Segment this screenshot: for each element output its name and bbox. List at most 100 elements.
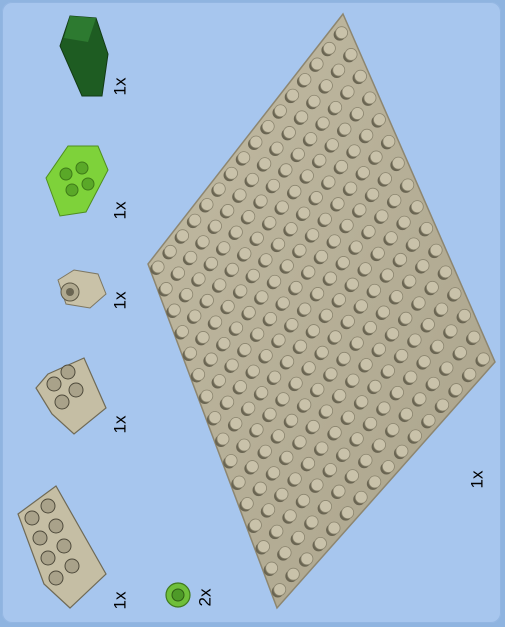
baseplate-stud (243, 210, 255, 222)
baseplate-stud (160, 282, 172, 294)
baseplate-stud (325, 272, 337, 284)
baseplate-stud (259, 445, 271, 457)
baseplate-stud (329, 331, 341, 343)
baseplate-stud (214, 374, 226, 386)
baseplate-stud (280, 164, 292, 176)
qty-baseplate: 1x (468, 471, 485, 489)
baseplate-stud (210, 220, 222, 232)
baseplate-stud (273, 238, 285, 250)
baseplate-stud (351, 337, 363, 349)
baseplate-stud (292, 148, 304, 160)
baseplate-stud (197, 236, 209, 248)
baseplate-stud (152, 261, 164, 273)
parts-list-panel: 1x 1x 1x 1x 1x 2x 1x (2, 2, 501, 623)
baseplate-stud (380, 173, 392, 185)
baseplate-stud (426, 281, 438, 293)
baseplate-stud (414, 393, 426, 405)
baseplate-stud (225, 455, 237, 467)
baseplate-stud (247, 365, 259, 377)
baseplate-stud (323, 176, 335, 188)
qty-green-round-plate: 2x (196, 589, 213, 607)
baseplate-stud (276, 201, 288, 213)
baseplate-stud (287, 89, 299, 101)
baseplate-stud (332, 198, 344, 210)
baseplate-stud (230, 418, 242, 430)
baseplate-stud (201, 390, 213, 402)
tan-2x4-brick-part (18, 486, 106, 608)
baseplate-stud (234, 189, 246, 201)
lime-green-wedge-part (46, 146, 108, 216)
baseplate-stud (333, 485, 345, 497)
baseplate-stud (378, 402, 390, 414)
baseplate-stud (205, 353, 217, 365)
baseplate-stud (173, 267, 185, 279)
baseplate-stud (226, 263, 238, 275)
baseplate-stud (286, 318, 298, 330)
baseplate-stud (308, 95, 320, 107)
baseplate-stud (365, 417, 377, 429)
baseplate-stud (168, 304, 180, 316)
baseplate-stud (251, 424, 263, 436)
baseplate-stud (323, 42, 335, 54)
baseplate-stud (329, 426, 341, 438)
baseplate-stud (338, 256, 350, 268)
baseplate-stud (298, 207, 310, 219)
baseplate-stud (289, 473, 301, 485)
baseplate-stud (329, 235, 341, 247)
baseplate-stud (264, 216, 276, 228)
baseplate-stud (333, 64, 345, 76)
baseplate-stud (243, 402, 255, 414)
baseplate-stud (459, 309, 471, 321)
parts-illustration (2, 2, 501, 623)
dark-green-wedge-part (60, 16, 108, 96)
baseplate-stud (317, 117, 329, 129)
baseplate-stud (294, 244, 306, 256)
baseplate-stud (336, 27, 348, 39)
baseplate-stud (455, 346, 467, 358)
baseplate-stud (311, 58, 323, 70)
baseplate-stud (197, 331, 209, 343)
baseplate-stud (396, 349, 408, 361)
baseplate-stud (398, 216, 410, 228)
baseplate-stud (389, 194, 401, 206)
baseplate-stud (310, 191, 322, 203)
baseplate-stud (239, 343, 251, 355)
baseplate-stud (355, 70, 367, 82)
baseplate-stud (347, 278, 359, 290)
baseplate-stud (299, 399, 311, 411)
baseplate-stud (256, 387, 268, 399)
baseplate-stud (328, 522, 340, 534)
baseplate-stud (250, 136, 262, 148)
baseplate-stud (411, 201, 423, 213)
baseplate-stud (376, 210, 388, 222)
baseplate-stud (445, 325, 457, 337)
baseplate-stud (276, 488, 288, 500)
baseplate-stud (222, 300, 234, 312)
baseplate-stud (334, 294, 346, 306)
baseplate-stud (262, 120, 274, 132)
baseplate-stud (320, 500, 332, 512)
baseplate-stud (392, 386, 404, 398)
baseplate-stud (255, 482, 267, 494)
baseplate-stud (437, 399, 449, 411)
baseplate-stud (338, 448, 350, 460)
baseplate-stud (265, 312, 277, 324)
baseplate-stud (404, 275, 416, 287)
baseplate-stud (374, 343, 386, 355)
baseplate-stud (320, 80, 332, 92)
baseplate-stud (273, 334, 285, 346)
tan-round-brick-part (58, 270, 106, 308)
baseplate-stud (316, 250, 328, 262)
baseplate-stud (338, 352, 350, 364)
baseplate-stud (396, 445, 408, 457)
baseplate-stud (345, 182, 357, 194)
baseplate-stud (320, 213, 332, 225)
baseplate-stud (235, 380, 247, 392)
baseplate-stud (281, 260, 293, 272)
baseplate-stud (226, 167, 238, 179)
qty-tan-round-brick: 1x (111, 292, 128, 310)
baseplate-stud (217, 433, 229, 445)
baseplate-stud (378, 306, 390, 318)
baseplate-stud (271, 525, 283, 537)
baseplate-stud (382, 269, 394, 281)
